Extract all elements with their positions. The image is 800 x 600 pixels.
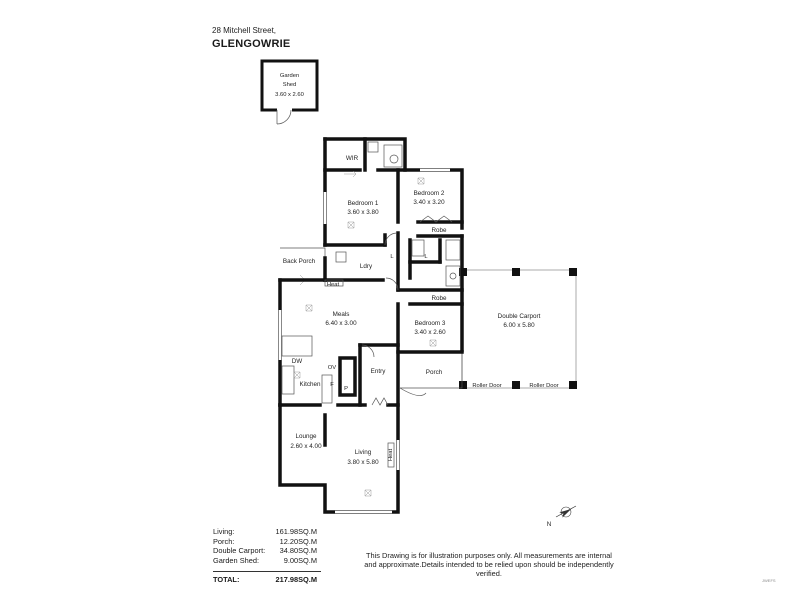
back-porch-label: Back Porch (283, 258, 316, 265)
bedroom2-label: Bedroom 2 (414, 190, 445, 197)
area-value: 34.80SQ.M (279, 546, 317, 556)
area-row: Porch: 12.20SQ.M (213, 537, 317, 547)
area-row: Living: 161.98SQ.M (213, 527, 317, 537)
wir-label: WIR (346, 155, 359, 162)
oven-label: OV (328, 365, 337, 371)
garden-shed-size: 3.60 x 2.60 (275, 92, 304, 98)
roller-door-1-label: Roller Door (472, 383, 501, 389)
area-summary: Living: 161.98SQ.M Porch: 12.20SQ.M Doub… (213, 527, 317, 565)
laundry-label: Ldry (360, 263, 373, 270)
area-label: Living: (213, 527, 235, 536)
dishwasher-label: DW (292, 358, 303, 365)
property-address: 28 Mitchell Street, (212, 26, 277, 35)
linen-upper-label: L (390, 254, 394, 260)
robe-upper-label: Robe (431, 227, 447, 234)
fridge-label: F (330, 382, 334, 388)
area-value: 9.00SQ.M (283, 555, 317, 565)
bedroom3-size: 3.40 x 2.60 (414, 329, 446, 336)
area-row: Double Carport: 34.80SQ.M (213, 546, 317, 556)
bedroom3-label: Bedroom 3 (415, 320, 446, 327)
bedroom1-label: Bedroom 1 (348, 200, 379, 207)
area-label: Double Carport: (213, 546, 266, 556)
compass: N (547, 505, 577, 528)
area-label: Porch: (213, 536, 235, 546)
living-heat-label: Heat (388, 448, 394, 461)
disclaimer-text: This Drawing is for illustration purpose… (364, 551, 614, 578)
total-divider (213, 571, 321, 572)
area-label: Garden Shed: (213, 555, 260, 565)
compass-north-label: N (547, 521, 552, 528)
linen-right-label: L (424, 254, 428, 260)
entry-label: Entry (371, 368, 387, 375)
total-row: TOTAL: 217.98SQ.M (213, 575, 317, 584)
bedroom1-size: 3.60 x 3.80 (347, 209, 379, 216)
garden-shed-label-2: Shed (283, 82, 297, 88)
area-value: 12.20SQ.M (279, 536, 317, 546)
room-labels: Garden Shed 3.60 x 2.60 WIR Bedroom 1 3.… (275, 73, 559, 466)
roller-door-2-label: Roller Door (529, 383, 558, 389)
garden-shed-label: Garden (280, 73, 299, 79)
double-carport-label: Double Carport (498, 313, 541, 320)
area-value: 161.98SQ.M (275, 527, 318, 536)
pantry-label: P (344, 386, 348, 392)
living-label: Living (355, 449, 372, 456)
kitchen-label: Kitchen (299, 381, 321, 388)
double-carport-size: 6.00 x 5.80 (503, 322, 535, 329)
total-label: TOTAL: (213, 575, 240, 584)
area-row: Garden Shed: 9.00SQ.M (213, 556, 317, 566)
porch-label: Porch (426, 369, 443, 376)
meals-heat-label: Heat (327, 282, 340, 288)
window-details (278, 141, 461, 514)
lounge-size: 2.60 x 4.00 (290, 443, 322, 450)
meals-size: 6.40 x 3.00 (325, 320, 357, 327)
robe-lower-label: Robe (431, 295, 447, 302)
living-size: 3.80 x 5.80 (347, 459, 379, 466)
watermark-text: JWEFS (762, 578, 776, 583)
lounge-label: Lounge (295, 433, 317, 440)
bedroom2-size: 3.40 x 3.20 (413, 199, 445, 206)
property-suburb: GLENGOWRIE (212, 38, 291, 50)
meals-label: Meals (333, 311, 350, 318)
total-value: 217.98SQ.M (275, 575, 318, 584)
garden-shed (260, 59, 319, 125)
